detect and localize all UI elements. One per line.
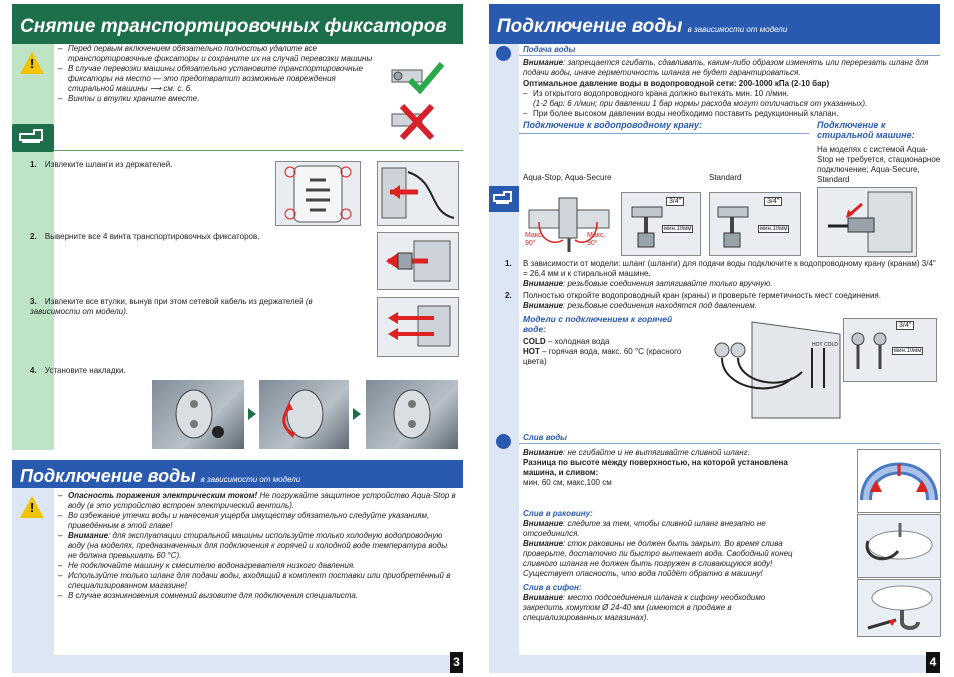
hot-cold-photo: 3/4" мин.10мм [843,318,937,382]
hot-cold-illustration: HOT COLD [712,318,842,420]
drain-title: Слив воды [523,433,567,442]
hot-models-title: Модели с подключением к горячей воде: [523,314,673,334]
tap-aquastop-illustration: Макс. 90° Макс. 90° [523,192,615,256]
thread-size-label: 3/4" [666,197,685,206]
drain-hose-illustration [857,449,941,513]
supply-title: Подача воды [523,45,576,54]
sink-text: Внимание: следите за тем, чтобы сливной … [523,519,793,578]
left-section-header: Снятие транспортировочных фиксаторов [12,4,463,44]
max-angle-right: Макс. 90° [587,232,606,247]
warning-item: –Во избежание утечки воды и нанесения ущ… [58,511,430,530]
left-water-bottom-band [12,655,463,673]
page-title: Снятие транспортировочных фиксаторов [20,16,447,37]
min-length-label: мин.10мм [662,225,694,233]
hand-info-icon [489,186,519,212]
right-bottom-band [489,655,940,673]
machine-connection-photo [817,187,917,257]
divider [519,55,940,56]
step-4: 4. Установите накладки. [30,366,126,375]
divider [519,443,940,444]
hand-info-icon [12,124,54,152]
arrow-right-icon [248,408,256,420]
sink-title: Слив в раковину: [523,509,593,518]
sink-drain-photo [857,514,941,578]
step-3-illustration [377,297,459,357]
pressure-title: Оптимальное давление воды в водопроводно… [523,79,830,88]
locks-wrong-illustration [388,100,448,144]
step-1: 1. Извлеките шланги из держателей. [30,160,173,169]
arrow-right-icon [353,408,361,420]
warning-item: –Опасность поражения электрическим током… [58,491,456,510]
page-number: 4 [926,652,940,673]
hot-tag: HOT [812,342,823,348]
step-3: 3. Извлеките все втулки, вынув при этом … [30,297,313,316]
label-standard: Standard [709,173,742,182]
warning-item: –В случае возникновения сомнений вызовит… [58,591,359,600]
tap-connect-title: Подключение к водопроводному крану: [523,120,703,130]
warning-item: –Перед первым включением обязательно пол… [58,44,373,63]
left-water-header: Подключение воды в зависимости от модели [12,460,463,488]
step-4-photo-1 [152,380,244,449]
warning-item: –Внимание: для эксплуатации стиральной м… [58,531,448,560]
siphon-title: Слив в сифон: [523,583,582,592]
section-marker-icon [496,434,511,449]
divider [54,150,463,151]
drain-text: Внимание: не сгибайте и не вытягивайте с… [523,448,788,487]
step-2-illustration [377,232,459,290]
warning-icon: ! [20,496,44,518]
warning-item: –Не подключайте машину к смесителю водон… [58,561,356,570]
warning-list: –Перед первым включением обязательно пол… [58,44,378,104]
tap-standard-photo: 3/4" мин.10мм [709,192,801,256]
min-length-label: мин.10мм [892,347,924,355]
step-4-photo-3 [366,380,458,449]
water-warning-list: –Опасность поражения электрическим током… [58,491,458,601]
step-2: 2. Выверните все 4 винта транспортировоч… [30,232,260,241]
label-aqua-stop: Aqua-Stop, Aqua-Secure [523,173,612,182]
warning-item: –В случае перевозки машины обязательно у… [58,64,363,93]
thread-size-label: 3/4" [896,321,915,330]
max-angle-left: Макс. 90° [525,232,544,247]
siphon-text: Внимание: место подсоединения шланга к с… [523,593,766,622]
locks-ok-illustration [388,58,448,98]
step-1-illustration-rear [275,161,361,226]
right-step-2: 2. Полностью откройте водопроводный кран… [505,291,881,310]
left-sidebar-band [12,44,54,450]
right-step-1: 1. В зависимости от модели: шланг (шланг… [505,259,936,288]
tap-aquastop-photo: 3/4" мин.10мм [621,192,701,256]
machine-connect-title: Подключение к стиральной машине: [817,120,915,140]
cold-hot-legend: COLD – холодная вода HOT – горячая вода,… [523,337,682,366]
machine-connect-text: На моделях с системой Aqua-Stop не требу… [817,145,941,184]
thread-size-label: 3/4" [764,197,783,206]
right-sidebar-band [489,44,519,673]
warning-item: –Используйте только шланг для подачи вод… [58,571,451,590]
page-number: 3 [450,652,463,673]
divider [519,133,809,134]
section-marker-icon [496,46,511,61]
cold-tag: COLD [824,342,838,348]
left-water-sidebar [12,488,54,673]
min-length-label: мин.10мм [758,225,790,233]
step-4-photo-2 [259,380,349,449]
warning-item: –Винты и втулки храните вместе. [58,94,200,103]
warning-icon: ! [20,52,44,74]
pressure-list: –Из открытого водопроводного крана должн… [523,89,868,118]
supply-attention: Внимание: запрещается сгибать, сдавливат… [523,58,929,77]
step-1-illustration-hose [377,161,459,226]
siphon-drain-photo [857,579,941,637]
right-section-header: Подключение воды в зависимости от модели [489,4,940,44]
